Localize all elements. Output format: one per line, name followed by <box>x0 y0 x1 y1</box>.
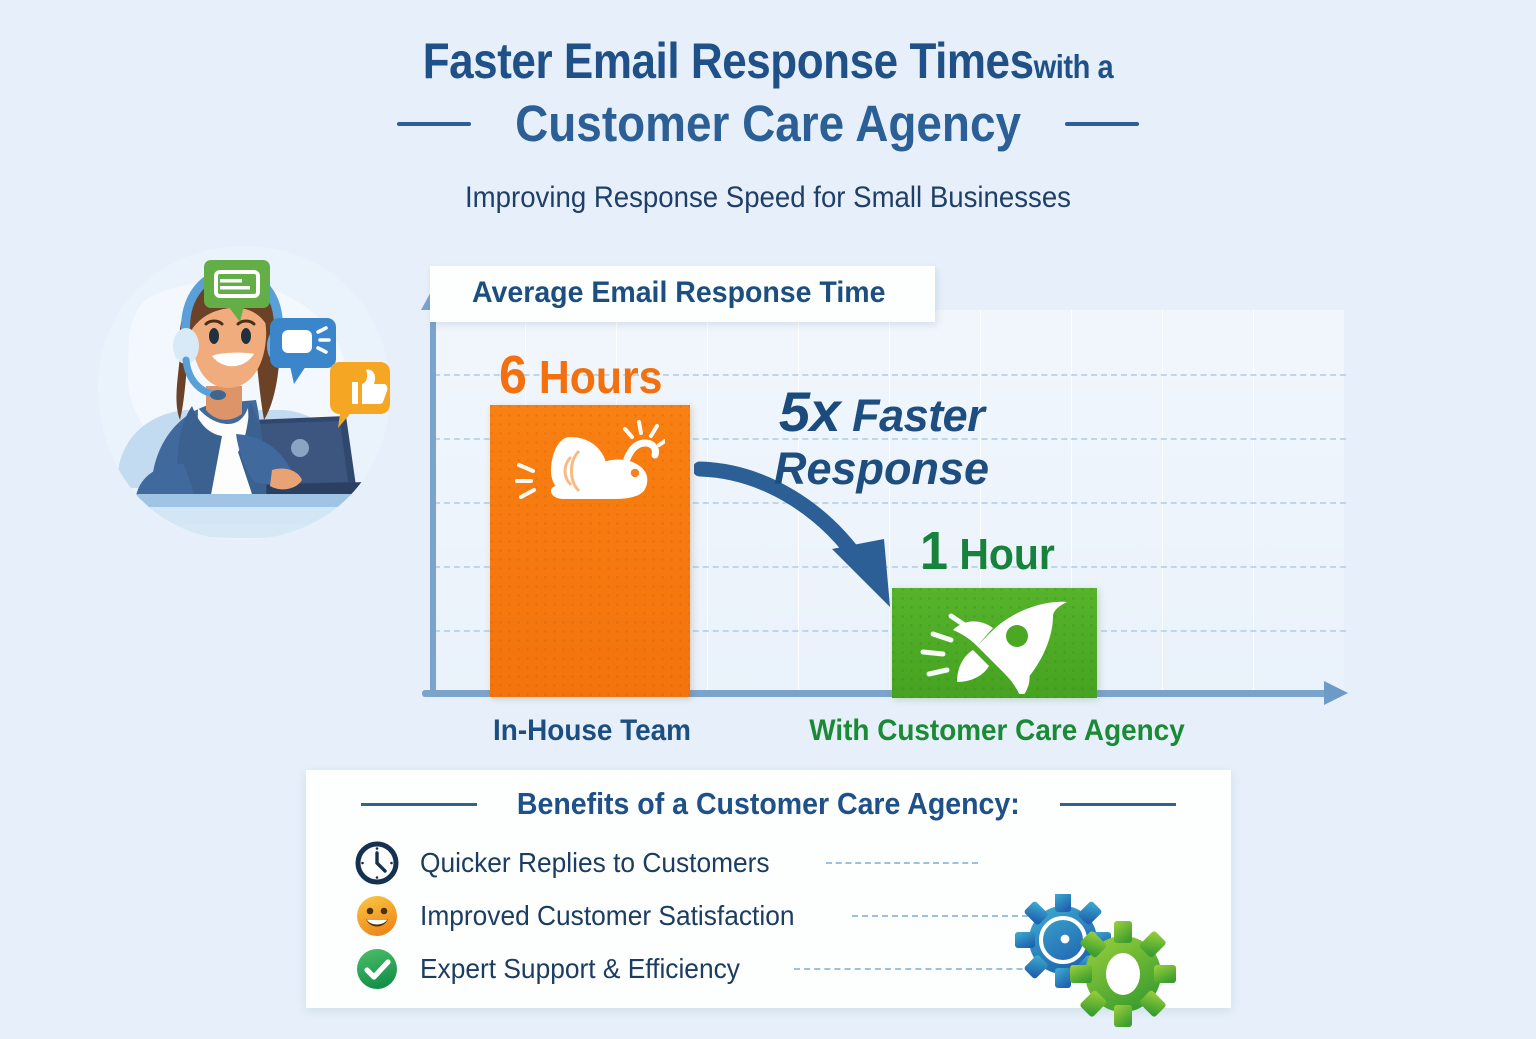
value-number-agency: 1 <box>920 521 948 581</box>
chat-bubble-green-icon <box>204 260 270 322</box>
bar-inhouse-team[interactable] <box>490 405 690 697</box>
bar-customer-care-agency[interactable] <box>892 588 1097 698</box>
page-title-main: Faster Email Response Times <box>422 33 1034 89</box>
page-title-secondary-row: Customer Care Agency <box>0 94 1536 153</box>
page-title-small: with a <box>1033 48 1114 85</box>
gridline <box>434 630 1346 632</box>
benefit-label: Improved Customer Satisfaction <box>420 899 795 931</box>
vertical-gridline <box>1253 310 1254 692</box>
benefits-heading-row: Benefits of a Customer Care Agency: <box>306 786 1231 822</box>
callout-word: Faster <box>852 390 985 441</box>
vertical-gridline <box>1071 310 1072 692</box>
speed-callout: 5x Faster Response <box>774 384 990 494</box>
benefit-label: Quicker Replies to Customers <box>420 846 770 878</box>
benefit-label: Expert Support & Efficiency <box>420 952 740 984</box>
callout-multiplier: 5x <box>778 380 841 443</box>
page-title-secondary: Customer Care Agency <box>515 95 1021 152</box>
list-item[interactable]: Quicker Replies to Customers <box>354 836 1231 889</box>
callout-line2: Response <box>774 443 990 494</box>
title-rule-right-icon <box>1065 121 1140 126</box>
benefit-dash-line <box>794 967 1155 970</box>
customer-support-agent-illustration <box>88 238 400 560</box>
gridline <box>434 566 1346 568</box>
list-item[interactable]: Expert Support & Efficiency <box>354 942 1231 995</box>
curved-arrow-icon <box>694 461 890 607</box>
gridline <box>434 438 1346 440</box>
benefits-rule-right-icon <box>1059 802 1176 806</box>
benefits-list: Quicker Replies to Customers <box>306 836 1231 1027</box>
value-unit-inhouse: Hours <box>538 351 663 403</box>
value-number-inhouse: 6 <box>499 345 527 405</box>
gears-icon <box>997 892 1187 1039</box>
snail-icon <box>515 419 667 516</box>
benefit-dash-line <box>825 861 978 864</box>
thumbs-up-bubble-orange-icon <box>330 362 390 428</box>
gridline <box>434 374 1346 376</box>
value-label-agency: 1 Hour <box>920 520 1055 582</box>
page-subtitle: Improving Response Speed for Small Busin… <box>465 181 1071 214</box>
vertical-gridline <box>889 310 890 692</box>
chart-title: Average Email Response Time <box>472 276 886 309</box>
y-axis <box>430 306 436 692</box>
header: Faster Email Response Timeswith a Custom… <box>0 34 1536 215</box>
check-circle-icon <box>354 946 400 992</box>
rocket-icon <box>917 594 1073 699</box>
value-unit-agency: Hour <box>959 530 1055 579</box>
benefits-panel: Benefits of a Customer Care Agency: <box>306 770 1231 1027</box>
benefits-rule-left-icon <box>361 802 478 806</box>
chart-title-card: Average Email Response Time <box>430 266 936 322</box>
page-title: Faster Email Response Timeswith a <box>92 34 1444 88</box>
vertical-gridline <box>707 310 708 692</box>
x-axis <box>422 690 1330 697</box>
title-rule-left-icon <box>396 121 471 126</box>
clock-icon <box>354 840 400 886</box>
benefit-dash-line <box>852 914 1049 917</box>
category-label-agency: With Customer Care Agency <box>809 714 1185 747</box>
category-label-inhouse: In-House Team <box>493 714 691 747</box>
vertical-gridline <box>1162 310 1163 692</box>
gridline <box>434 502 1346 504</box>
value-label-inhouse: 6 Hours <box>499 344 662 406</box>
smiley-face-icon <box>354 893 400 939</box>
message-bubble-blue-icon <box>270 318 336 384</box>
vertical-gridline <box>980 310 981 692</box>
x-axis-arrow-icon <box>1324 681 1348 705</box>
benefits-heading: Benefits of a Customer Care Agency: <box>517 786 1020 821</box>
list-item[interactable]: Improved Customer Satisfaction <box>354 889 1231 942</box>
bar-chart: Average Email Response Time 6 Hours <box>404 262 1350 747</box>
